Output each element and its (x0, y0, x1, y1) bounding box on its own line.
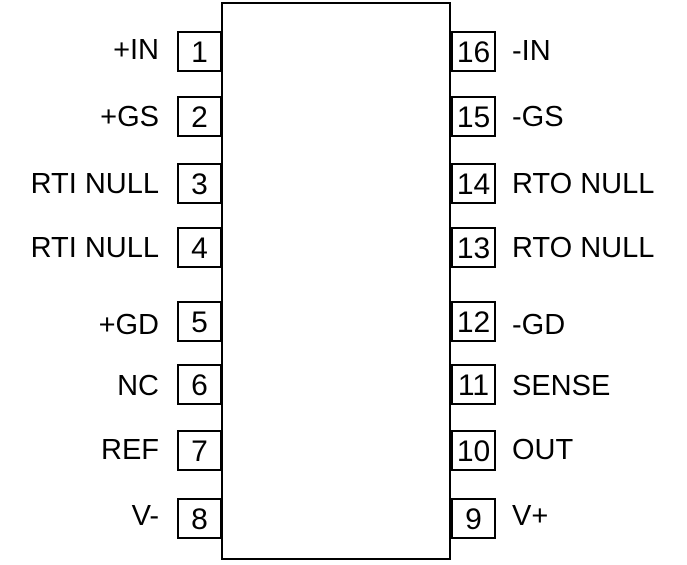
pin-12-box: 12 (451, 301, 496, 342)
pin-16-number: 16 (456, 36, 491, 69)
pin-8-label: V- (131, 500, 159, 532)
pin-7-number: 7 (191, 435, 208, 468)
pin-7-box: 7 (177, 430, 222, 471)
pin-12-label: -GD (512, 309, 566, 341)
pin-6-number: 6 (191, 369, 208, 402)
pin-10-box: 10 (451, 430, 496, 471)
pin-9-box: 9 (451, 498, 496, 539)
pin-9-label: V+ (512, 500, 549, 532)
pin-1-number: 1 (191, 36, 208, 69)
pin-5-label: +GD (98, 309, 159, 341)
pin-3-number: 3 (191, 168, 208, 201)
pin-4-box: 4 (177, 227, 222, 268)
pin-11-number: 11 (457, 369, 490, 402)
pin-2-label: +GS (100, 101, 159, 133)
pin-5-box: 5 (177, 301, 222, 342)
pin-16-label: -IN (512, 35, 551, 67)
pin-6-box: 6 (177, 364, 222, 405)
pin-10-label: OUT (512, 434, 574, 466)
pin-16-box: 16 (451, 31, 496, 72)
pin-4-number: 4 (191, 232, 208, 265)
pin-4-label: RTI NULL (30, 232, 159, 264)
pin-2-box: 2 (177, 96, 222, 137)
pin-10-number: 10 (456, 435, 491, 468)
pin-12-number: 12 (456, 306, 491, 339)
pin-11-label: SENSE (512, 370, 611, 402)
pin-3-box: 3 (177, 163, 222, 204)
pin-15-number: 15 (456, 101, 491, 134)
ic-package-body (221, 2, 451, 560)
pin-1-label: +IN (113, 34, 159, 66)
pin-9-number: 9 (465, 503, 482, 536)
pin-2-number: 2 (191, 101, 208, 134)
pin-13-label: RTO NULL (512, 232, 655, 264)
pin-7-label: REF (101, 434, 159, 466)
pin-8-box: 8 (177, 498, 222, 539)
pin-15-box: 15 (451, 96, 496, 137)
pin-11-box: 11 (451, 364, 496, 405)
pin-5-number: 5 (191, 306, 208, 339)
pin-15-label: -GS (512, 101, 564, 133)
pin-6-label: NC (117, 370, 159, 402)
pin-8-number: 8 (191, 503, 208, 536)
pin-14-label: RTO NULL (512, 168, 655, 200)
pin-13-number: 13 (456, 232, 491, 265)
pin-13-box: 13 (451, 227, 496, 268)
pin-1-box: 1 (177, 31, 222, 72)
pin-14-box: 14 (451, 163, 496, 204)
pin-3-label: RTI NULL (30, 168, 159, 200)
pin-14-number: 14 (456, 168, 491, 201)
